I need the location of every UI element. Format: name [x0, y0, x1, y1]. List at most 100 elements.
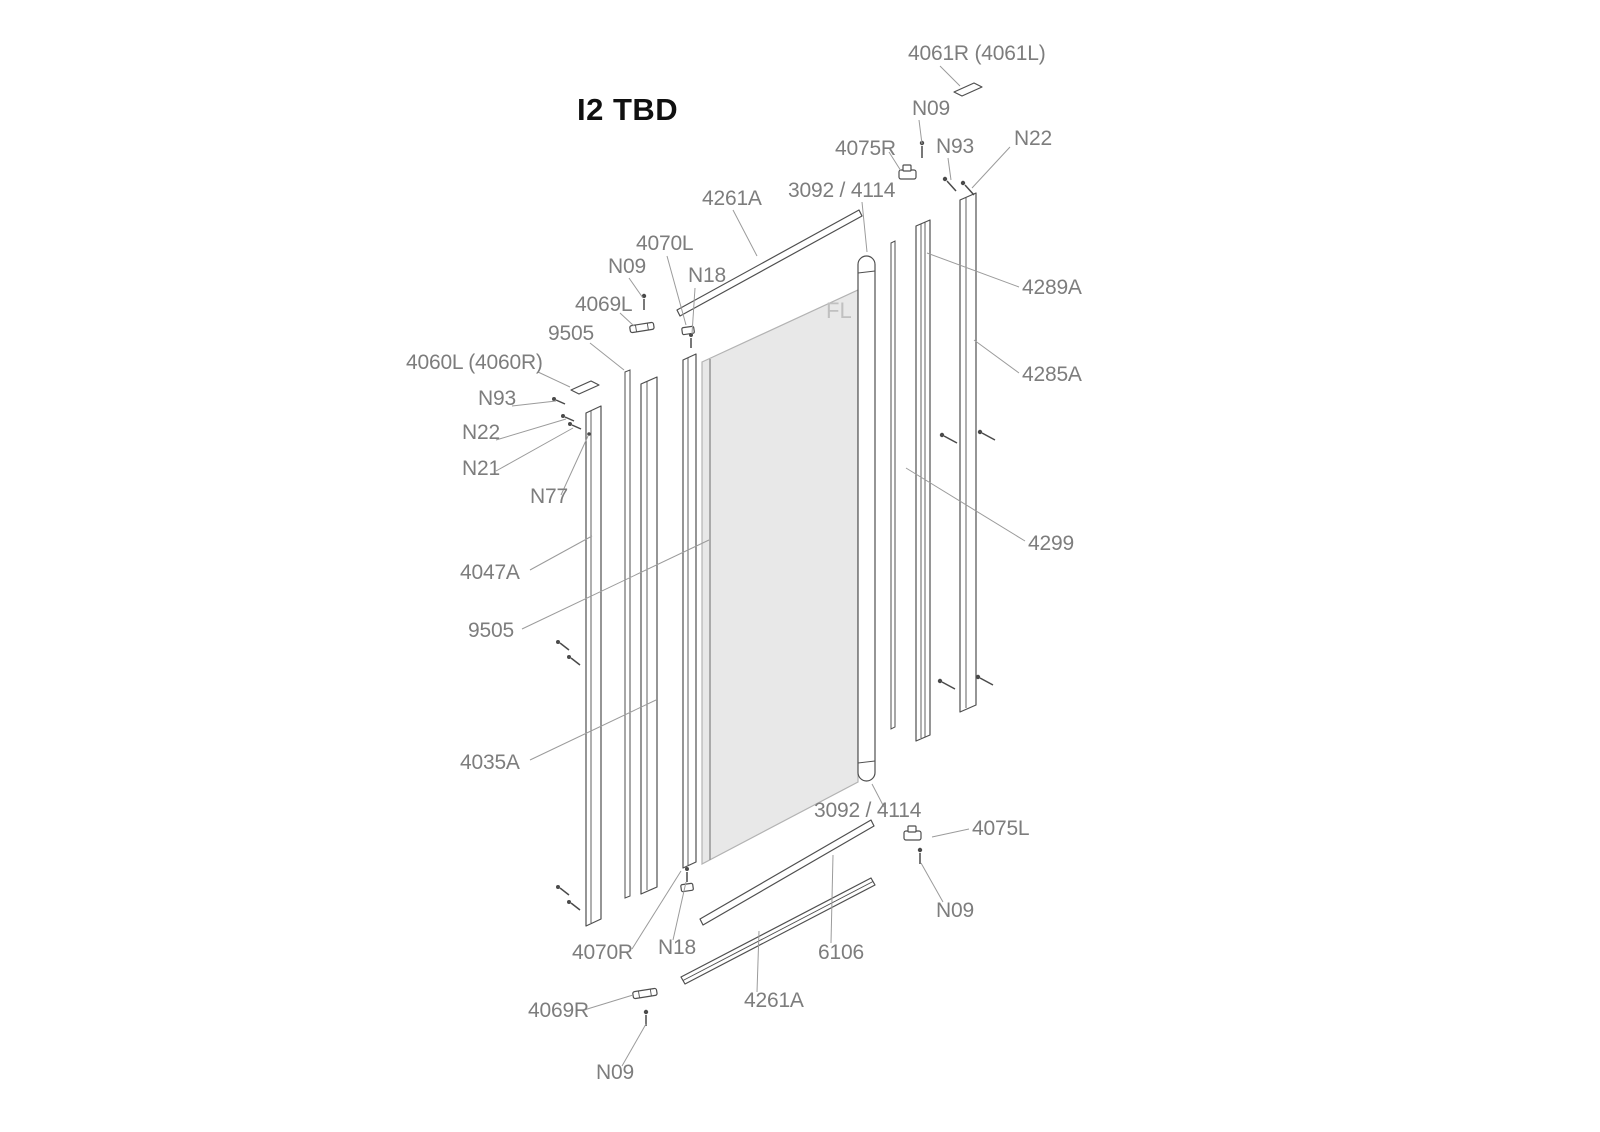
glass-pane — [701, 289, 859, 865]
leader-line — [861, 201, 868, 253]
part-seal-right — [890, 240, 896, 730]
screw-n18-bottom — [685, 867, 689, 882]
label-n09-upper-left: N09 — [608, 255, 646, 278]
leader-line — [619, 312, 635, 327]
leader-line — [511, 400, 557, 407]
label-4289a: 4289A — [1022, 276, 1082, 299]
diagram-text: I2 TBD FL 4061R (4061L) N09 4075R N93 N2… — [406, 42, 1082, 1084]
part-4289a-profile — [915, 219, 931, 742]
label-4261a-top: 4261A — [702, 187, 762, 210]
label-n93-left: N93 — [478, 387, 516, 410]
part-3092-4114-tube — [857, 255, 876, 782]
leader-line — [495, 427, 574, 472]
leader-line — [920, 862, 944, 903]
screw-left-low-2 — [567, 900, 581, 911]
leader-line — [905, 467, 1026, 542]
part-4047a-wall-profile — [585, 405, 602, 927]
label-4047a: 4047A — [460, 561, 520, 584]
leader-line — [583, 994, 634, 1011]
leader-line — [918, 119, 923, 145]
label-n21: N21 — [462, 457, 500, 480]
screw-n93-top — [942, 176, 957, 192]
leader-line — [871, 783, 885, 808]
part-4075l-bracket — [903, 825, 922, 841]
screw-left-mid-1 — [556, 640, 570, 651]
label-4069l: 4069L — [575, 293, 632, 316]
label-3092-4114-bottom: 3092 / 4114 — [814, 799, 922, 822]
part-hinge-side-profile — [682, 353, 697, 869]
screw-n18-top — [689, 333, 693, 348]
leader-line — [495, 418, 567, 441]
label-4035a: 4035A — [460, 751, 520, 774]
leader-line — [691, 287, 696, 335]
label-n18-bottom: N18 — [658, 936, 696, 959]
diagram-title: I2 TBD — [577, 92, 678, 127]
leader-line — [521, 539, 710, 630]
label-n93-top: N93 — [936, 135, 974, 158]
part-4069l-bracket — [629, 321, 655, 334]
part-4285a-wall-profile — [959, 192, 977, 713]
leader-line — [931, 828, 970, 838]
leader-lines — [495, 65, 1026, 1067]
label-n09-lower-right: N09 — [936, 899, 974, 922]
leader-line — [529, 699, 657, 761]
label-n77: N77 — [530, 485, 568, 508]
screw-right-mid-1 — [939, 432, 958, 444]
part-6106-bottom-rail — [699, 819, 875, 926]
leader-line — [971, 146, 1011, 189]
leader-line — [621, 1023, 647, 1067]
leader-line — [628, 277, 644, 299]
leader-line — [537, 371, 571, 388]
label-n09-bottom: N09 — [596, 1061, 634, 1084]
screw-right-low-2 — [975, 674, 994, 686]
screw-n09-lower-right — [917, 847, 923, 864]
screw-right-mid-2 — [977, 429, 996, 441]
part-4261a-bottom-rail — [680, 877, 876, 985]
label-4070r: 4070R — [572, 941, 633, 964]
leader-line — [560, 435, 589, 496]
leader-line — [732, 209, 758, 257]
label-n18-top: N18 — [688, 264, 726, 287]
leader-line — [926, 252, 1020, 288]
leader-line — [589, 342, 625, 371]
screw-n77-left — [587, 432, 591, 436]
label-4261a-bottom: 4261A — [744, 989, 804, 1012]
label-3092-4114-top: 3092 / 4114 — [788, 179, 896, 202]
label-4075r: 4075R — [835, 137, 896, 160]
screw-n21-left — [568, 422, 582, 430]
label-4075l: 4075L — [972, 817, 1029, 840]
leader-line — [939, 65, 961, 87]
label-4061r-4061l: 4061R (4061L) — [908, 42, 1046, 65]
part-4069r-bracket — [632, 987, 658, 1000]
screw-n22-left — [561, 414, 575, 422]
part-4061-cover — [953, 82, 983, 97]
label-4060l-4060r: 4060L (4060R) — [406, 351, 543, 374]
leader-line — [973, 339, 1020, 374]
shower-door-parts — [570, 82, 983, 1000]
glass-fl-watermark: FL — [826, 298, 852, 323]
part-4075r-bracket — [898, 164, 917, 180]
label-4070l: 4070L — [636, 232, 693, 255]
screw-left-mid-2 — [567, 655, 581, 666]
leader-line — [947, 157, 952, 181]
glass-panel — [701, 289, 859, 865]
leader-line — [529, 535, 593, 571]
label-9505-top: 9505 — [548, 322, 594, 345]
part-4035a-profile — [640, 376, 658, 895]
leader-line — [666, 255, 687, 326]
label-6106: 6106 — [818, 941, 864, 964]
screw-n22-top — [960, 180, 975, 196]
label-n22-top: N22 — [1014, 127, 1052, 150]
label-4285a: 4285A — [1022, 363, 1082, 386]
label-4069r: 4069R — [528, 999, 589, 1022]
fasteners — [552, 140, 996, 1026]
screw-left-low-1 — [556, 885, 570, 896]
part-4070r-cap — [680, 882, 694, 893]
leader-line — [830, 854, 834, 944]
screw-n93-left — [552, 397, 566, 405]
screw-right-low-1 — [937, 678, 956, 690]
label-9505-mid: 9505 — [468, 619, 514, 642]
label-4299: 4299 — [1028, 532, 1074, 555]
